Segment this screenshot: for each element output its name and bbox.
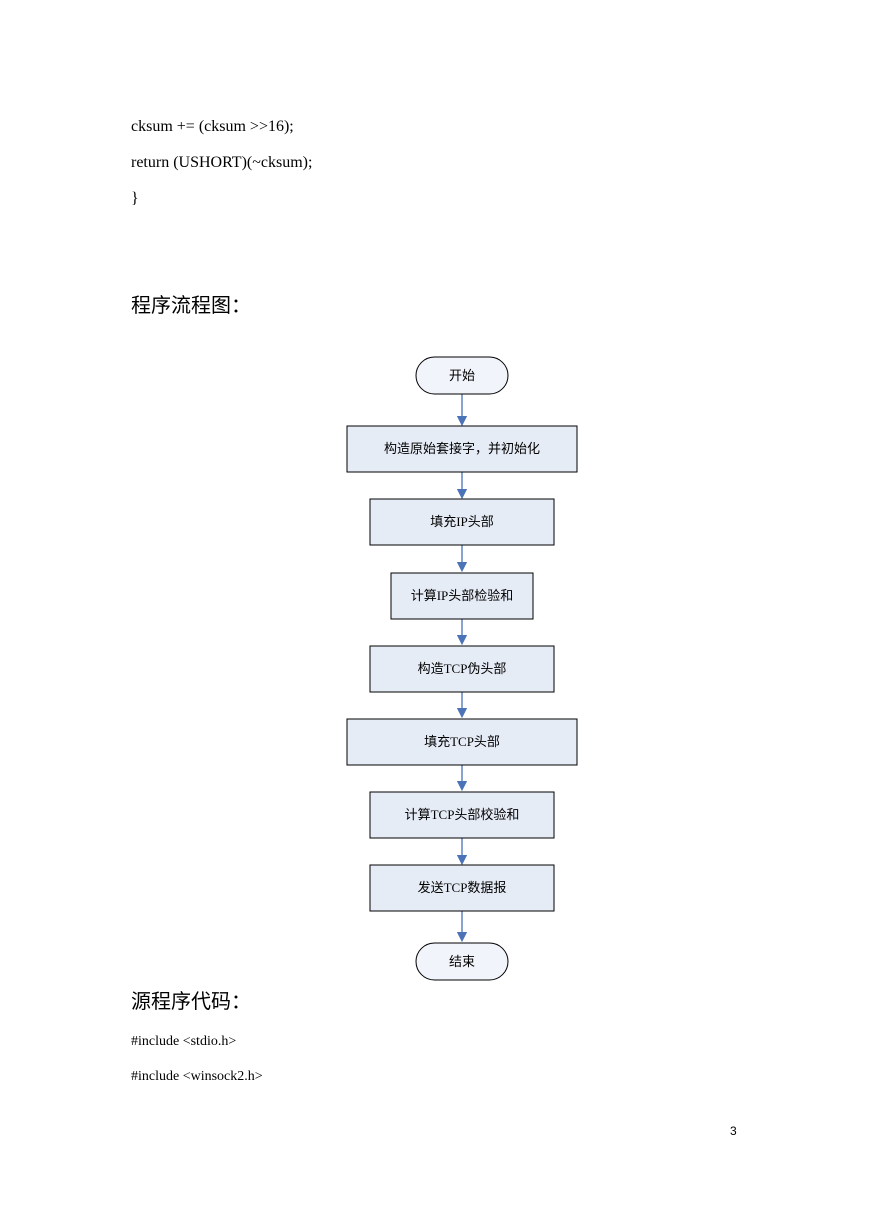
flowchart-process-node: 构造原始套接字，并初始化 [346,425,578,473]
code-line: } [131,190,139,207]
code-line: #include <winsock2.h> [131,1069,263,1084]
node-label: 填充IP头部 [430,514,494,529]
node-label: 填充TCP头部 [424,734,500,749]
flowchart-start-node: 开始 [415,356,509,395]
flowchart-process-node: 填充TCP头部 [346,718,578,766]
page-number: 3 [730,1124,737,1138]
code-line: cksum += (cksum >>16); [131,118,294,135]
node-label: 开始 [449,368,475,383]
flowchart-process-node: 填充IP头部 [369,498,555,546]
flowchart-end-node: 结束 [415,942,509,981]
node-label: 计算TCP头部校验和 [405,807,520,822]
node-label: 计算IP头部检验和 [411,588,514,603]
flowchart-process-node: 计算TCP头部校验和 [369,791,555,839]
source-code-heading: 源程序代码： [131,989,251,1013]
node-label: 发送TCP数据报 [418,880,507,895]
flowchart-process-node: 计算IP头部检验和 [390,572,534,620]
code-line: #include <stdio.h> [131,1034,237,1049]
flowchart-process-node: 发送TCP数据报 [369,864,555,912]
node-label: 结束 [449,954,475,969]
node-label: 构造TCP伪头部 [418,661,507,676]
flowchart-process-node: 构造TCP伪头部 [369,645,555,693]
code-line: return (USHORT)(~cksum); [131,154,313,171]
node-label: 构造原始套接字，并初始化 [384,441,540,456]
flowchart-heading: 程序流程图： [131,293,251,317]
